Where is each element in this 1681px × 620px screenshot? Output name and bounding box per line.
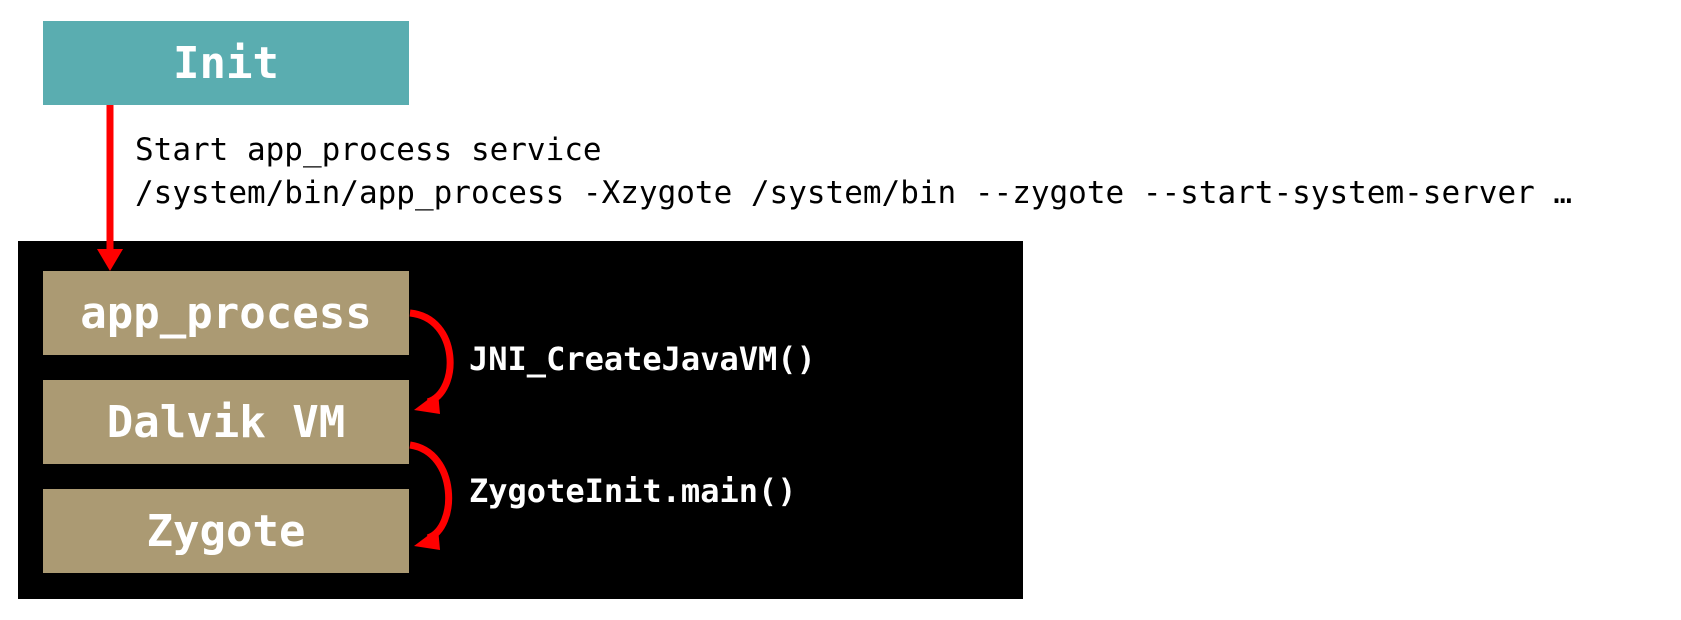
dalvik-vm-node: Dalvik VM — [43, 380, 409, 464]
app-process-node: app_process — [43, 271, 409, 355]
zygote-main-call-label: ZygoteInit.main() — [469, 472, 797, 510]
zygote-label: Zygote — [146, 505, 306, 557]
init-label: Init — [173, 37, 279, 89]
dalvik-vm-label: Dalvik VM — [106, 396, 346, 448]
zygote-node: Zygote — [43, 489, 409, 573]
command-line-note: /system/bin/app_process -Xzygote /system… — [135, 175, 1573, 211]
app-process-label: app_process — [80, 287, 372, 339]
start-service-note: Start app_process service — [135, 132, 602, 168]
init-node: Init — [43, 21, 409, 105]
create-vm-call-label: JNI_CreateJavaVM() — [469, 340, 816, 378]
